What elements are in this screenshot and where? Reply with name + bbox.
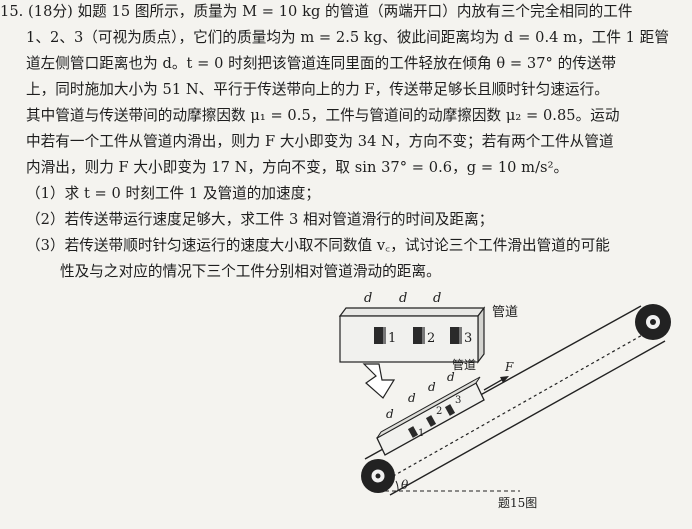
enlarged-label-2: 2 (427, 331, 435, 346)
problem-line-2: 1、2、3（可视为质点），它们的质量均为 m = 2.5 kg、彼此间距离均为 … (26, 29, 669, 46)
belt-pipe-label: 管道 (452, 357, 476, 372)
problem-line-7: 内滑出，则力 F 大小即变为 17 N，方向不变，取 sin 37° = 0.6… (26, 159, 569, 176)
question-3-line-2: 性及与之对应的情况下三个工件分别相对管道滑动的距离。 (60, 263, 441, 280)
pipe-on-belt: 1 2 3 d d d d 管道 F (376, 357, 514, 456)
enlarged-label-3: 3 (464, 331, 472, 346)
enlarged-pipe: 1 2 3 d d d 管道 (338, 291, 518, 364)
question-1: （1）求 t = 0 时刻工件 1 及管道的加速度； (26, 185, 320, 202)
belt-d-label-1: d (386, 407, 394, 421)
enlarged-workpiece-3 (450, 327, 462, 344)
belt-d-label-4: d (447, 370, 455, 384)
top-pulley (635, 304, 671, 340)
belt-label-1: 1 (418, 428, 424, 439)
enlarged-label-1: 1 (388, 331, 396, 346)
problem-line-4: 上，同时施加大小为 51 N、平行于传送带向上的力 F，传送带足够长且顺时针匀速… (26, 81, 609, 98)
belt-label-3: 3 (455, 395, 461, 406)
angle-label: θ (401, 478, 409, 492)
question-3-line-1: （3）若传送带顺时针匀速运行的速度大小取不同数值 v꜀，试讨论三个工件滑出管道的… (26, 237, 610, 254)
problem-line-1: 15. (18分) 如题 15 图所示，质量为 M = 10 kg 的管道（两端… (0, 3, 633, 20)
belt-workpiece-2 (425, 415, 437, 427)
question-2: （2）若传送带运行速度足够大，求工件 3 相对管道滑行的时间及距离； (26, 211, 494, 228)
bottom-pulley (361, 459, 395, 493)
enlarged-d-label-1: d (364, 291, 372, 306)
force-arrow-head-icon (500, 376, 509, 383)
enlarged-pipe-label: 管道 (492, 305, 518, 320)
belt-d-label-2: d (408, 391, 416, 405)
problem-line-5: 其中管道与传送带间的动摩擦因数 μ₁ = 0.5，工件与管道间的动摩擦因数 μ₂… (26, 107, 620, 124)
enlarged-d-label-3: d (433, 291, 441, 306)
enlarged-d-label-2: d (399, 291, 407, 306)
figure-caption: 题15图 (498, 496, 537, 510)
belt-d-label-3: d (428, 380, 436, 394)
enlarged-workpiece-2 (413, 327, 425, 344)
belt-workpiece-3 (444, 404, 456, 416)
angle-arc (395, 480, 399, 492)
enlarged-workpiece-1 (374, 327, 386, 344)
force-label: F (504, 360, 514, 374)
problem-line-3: 道左侧管口距离也为 d。t = 0 时刻把该管道连同里面的工件轻放在倾角 θ =… (26, 55, 617, 72)
belt-workpiece-1 (407, 426, 419, 438)
belt-label-2: 2 (436, 406, 442, 417)
problem-line-6: 中若有一个工件从管道内滑出，则力 F 大小即变为 34 N，方向不变；若有两个工… (26, 133, 614, 150)
down-arrow-icon (362, 363, 396, 399)
